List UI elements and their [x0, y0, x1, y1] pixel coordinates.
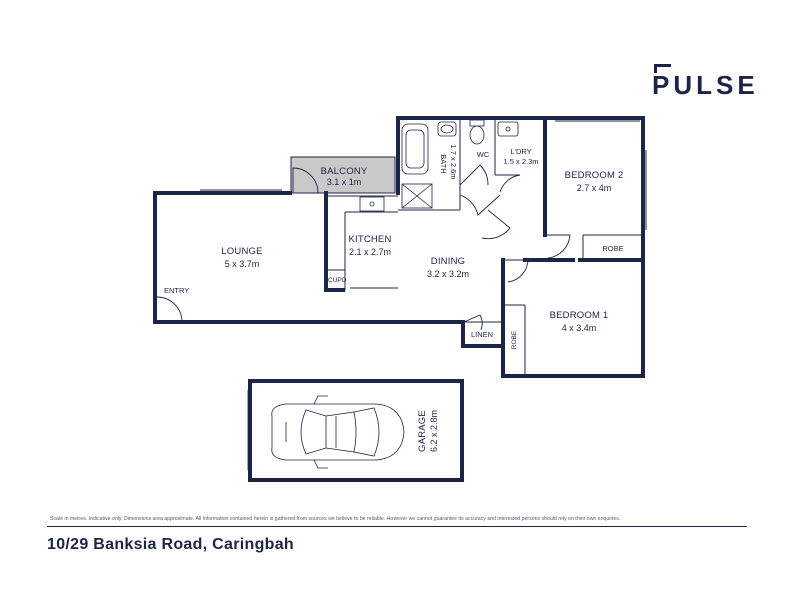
kitchen-label: KITCHEN	[348, 234, 391, 245]
balcony-dims: 3.1 x 1m	[327, 177, 362, 187]
lounge-label: LOUNGE	[221, 246, 262, 257]
bedroom2-dims: 2.7 x 4m	[577, 183, 612, 193]
property-address: 10/29 Banksia Road, Caringbah	[47, 536, 295, 553]
interior-lines	[325, 118, 643, 376]
bath-label: BATH	[439, 154, 448, 173]
robe-bedroom1-label: ROBE	[511, 330, 518, 349]
garage-dims: 6.2 x 2.8m	[429, 410, 439, 452]
bath-dims: 1.7 x 2.6m	[449, 144, 458, 179]
disclaimer-text: Scale in metres. Indicative only. Dimens…	[50, 516, 621, 522]
brand-logo: PULSE	[652, 70, 759, 100]
lounge-dims: 5 x 3.7m	[225, 259, 260, 269]
balcony-label: BALCONY	[321, 166, 368, 177]
windows	[200, 120, 647, 230]
bath-fixtures	[359, 119, 519, 212]
entry-label: ENTRY	[164, 286, 189, 295]
bedroom1-dims: 4 x 3.4m	[562, 323, 597, 333]
doors	[156, 164, 571, 331]
footer-divider	[47, 526, 747, 527]
cupd-label: CUPD	[328, 277, 347, 284]
laundry-label: L'DRY	[510, 147, 531, 156]
bedroom2-label: BEDROOM 2	[565, 170, 624, 181]
laundry-dims: 1.5 x 2.3m	[503, 157, 538, 166]
pulse-logo-mark-icon	[654, 64, 671, 73]
garage-walls	[248, 379, 464, 482]
dining-label: DINING	[431, 256, 465, 267]
car-icon	[271, 395, 405, 469]
balcony-area	[290, 156, 396, 194]
garage-label: GARAGE	[417, 410, 428, 452]
kitchen-dims: 2.1 x 2.7m	[349, 247, 391, 257]
wc-label: WC	[477, 150, 490, 159]
bedroom1-label: BEDROOM 1	[550, 310, 609, 321]
robe-bedroom2-label: ROBE	[602, 244, 623, 253]
dining-dims: 3.2 x 3.2m	[427, 269, 469, 279]
linen-label: LINEN	[471, 330, 493, 339]
